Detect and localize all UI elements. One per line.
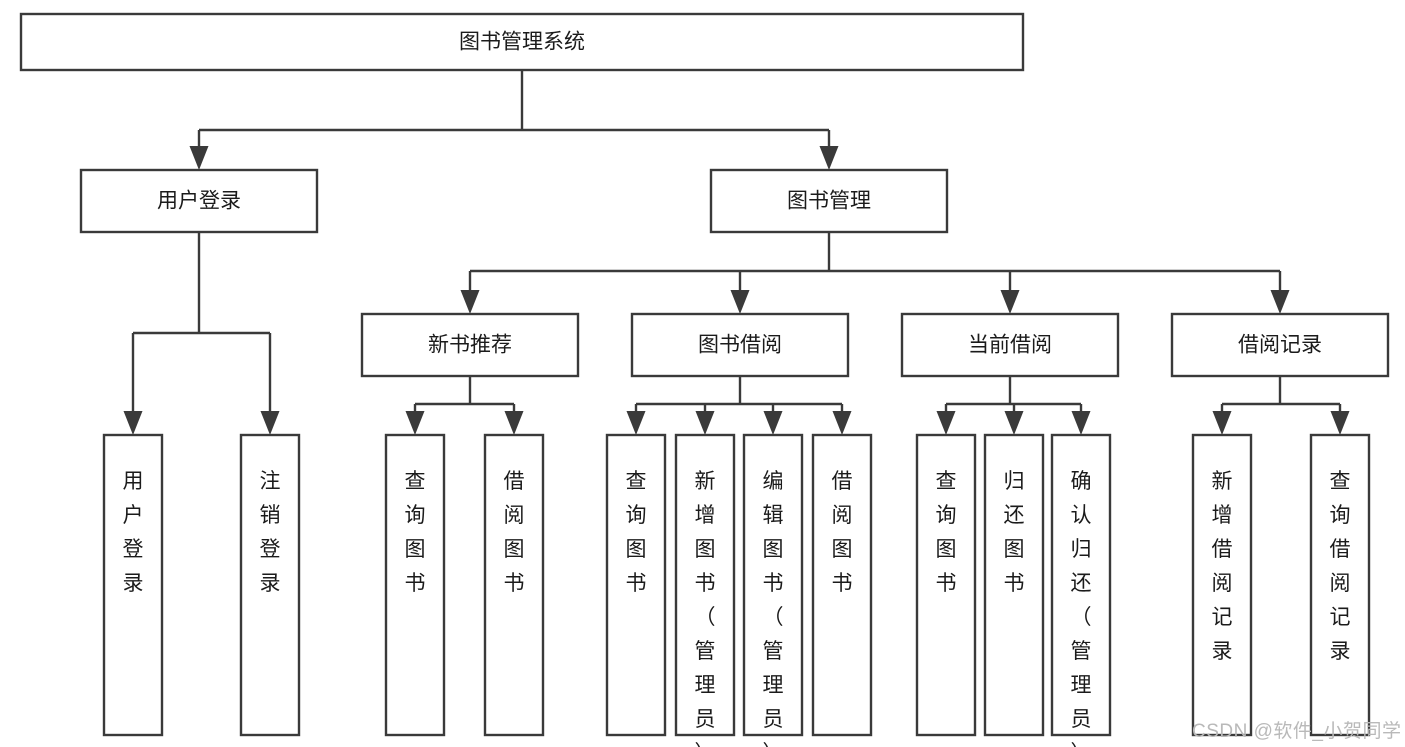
login-drop-1-arrowhead [260,411,280,435]
root-box-图书管理系统[interactable] [19,12,1025,72]
level3-label-新书推荐: 新书推荐 [428,334,512,357]
node-layer: 图书管理系统用户登录图书管理新书推荐图书借阅当前借阅借阅记录用户登录注销登录查询… [19,12,1390,747]
leaf-node-2[interactable]: 查询图书 [384,433,446,737]
leaf-node-7[interactable]: 借阅图书 [811,433,873,737]
leaf-box-7[interactable] [811,433,873,737]
g2-drop-2-arrowhead [763,411,783,435]
leaf-label-9: 归还图书 [1004,470,1025,595]
g1-drop-1-arrowhead [504,411,524,435]
leaf-node-12[interactable]: 查询借阅记录 [1309,433,1371,737]
root-node-图书管理系统[interactable]: 图书管理系统 [19,12,1025,72]
leaf-node-1[interactable]: 注销登录 [239,433,301,737]
leaf-box-1[interactable] [239,433,301,737]
g4-drop-1-arrowhead [1330,411,1350,435]
leaf-node-5[interactable]: 新增图书（管理员） [674,433,736,747]
leaf-node-9[interactable]: 归还图书 [983,433,1045,737]
leaf-node-4[interactable]: 查询图书 [605,433,667,737]
manage-drop-3-arrowhead [1270,290,1290,314]
leaf-box-10[interactable] [1050,433,1112,737]
level2-label-图书管理: 图书管理 [787,190,871,213]
leaf-label-12: 查询借阅记录 [1330,470,1351,663]
leaf-box-4[interactable] [605,433,667,737]
leaf-box-0[interactable] [102,433,164,737]
leaf-label-1: 注销登录 [260,470,281,595]
g3-drop-1-arrowhead [1004,411,1024,435]
leaf-label-8: 查询图书 [936,470,957,595]
g4-drop-0-arrowhead [1212,411,1232,435]
level3-box-新书推荐[interactable] [360,312,580,378]
level2-node-图书管理[interactable]: 图书管理 [709,168,949,234]
level3-label-当前借阅: 当前借阅 [968,334,1052,357]
root-label-图书管理系统: 图书管理系统 [459,31,585,54]
g3-drop-0-arrowhead [936,411,956,435]
level3-box-图书借阅[interactable] [630,312,850,378]
g2-drop-3-arrowhead [832,411,852,435]
leaf-label-0: 用户登录 [123,470,144,595]
leaf-label-5: 新增图书（管理员） [695,470,716,747]
root-drop-1-arrowhead [819,146,839,170]
manage-drop-1-arrowhead [730,290,750,314]
leaf-node-6[interactable]: 编辑图书（管理员） [742,433,804,747]
level2-box-图书管理[interactable] [709,168,949,234]
leaf-label-6: 编辑图书（管理员） [763,470,784,747]
leaf-node-3[interactable]: 借阅图书 [483,433,545,737]
level3-label-图书借阅: 图书借阅 [698,334,782,357]
level3-node-当前借阅[interactable]: 当前借阅 [900,312,1120,378]
level3-box-借阅记录[interactable] [1170,312,1390,378]
login-drop-0-arrowhead [123,411,143,435]
leaf-label-11: 新增借阅记录 [1212,470,1233,663]
leaf-box-8[interactable] [915,433,977,737]
leaf-box-5[interactable] [674,433,736,737]
leaf-box-12[interactable] [1309,433,1371,737]
leaf-box-11[interactable] [1191,433,1253,737]
leaf-label-3: 借阅图书 [504,470,525,595]
leaf-node-0[interactable]: 用户登录 [102,433,164,737]
leaf-box-2[interactable] [384,433,446,737]
level3-label-借阅记录: 借阅记录 [1238,334,1322,357]
level3-node-新书推荐[interactable]: 新书推荐 [360,312,580,378]
leaf-box-6[interactable] [742,433,804,737]
leaf-label-2: 查询图书 [405,470,426,595]
level2-node-用户登录[interactable]: 用户登录 [79,168,319,234]
level2-box-用户登录[interactable] [79,168,319,234]
level3-node-借阅记录[interactable]: 借阅记录 [1170,312,1390,378]
leaf-label-7: 借阅图书 [832,470,853,595]
connector-layer [123,70,1350,435]
g1-drop-0-arrowhead [405,411,425,435]
csdn-watermark: CSDN @软件_小贺同学 [1192,721,1402,742]
leaf-box-3[interactable] [483,433,545,737]
leaf-node-8[interactable]: 查询图书 [915,433,977,737]
leaf-box-9[interactable] [983,433,1045,737]
level2-label-用户登录: 用户登录 [157,190,241,213]
g3-drop-2-arrowhead [1071,411,1091,435]
g2-drop-0-arrowhead [626,411,646,435]
leaf-label-4: 查询图书 [626,470,647,595]
leaf-node-11[interactable]: 新增借阅记录 [1191,433,1253,737]
level3-node-图书借阅[interactable]: 图书借阅 [630,312,850,378]
level3-box-当前借阅[interactable] [900,312,1120,378]
manage-drop-2-arrowhead [1000,290,1020,314]
leaf-label-10: 确认归还（管理员） [1071,470,1092,747]
manage-drop-0-arrowhead [460,290,480,314]
g2-drop-1-arrowhead [695,411,715,435]
root-drop-0-arrowhead [189,146,209,170]
leaf-node-10[interactable]: 确认归还（管理员） [1050,433,1112,747]
